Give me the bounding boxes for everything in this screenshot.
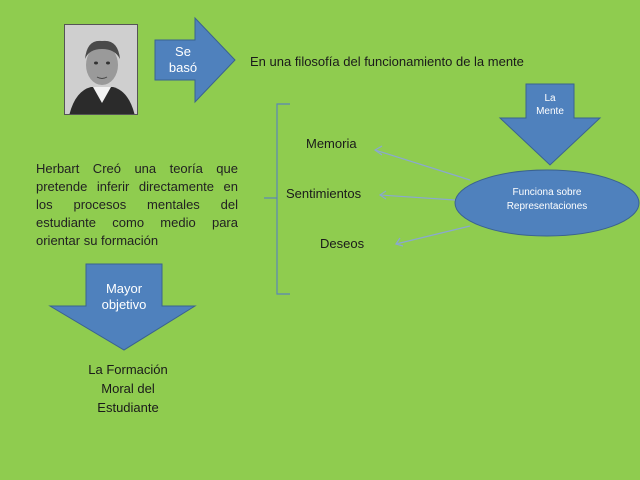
se-baso-label: Se basó xyxy=(158,44,208,76)
oval-label: Funciona sobre Representaciones xyxy=(456,186,638,214)
oval-line2: Representaciones xyxy=(506,201,588,212)
portrait-icon xyxy=(65,25,137,114)
connector-memoria xyxy=(374,149,471,181)
la-mente-line1: La xyxy=(544,93,556,104)
se-baso-line2: basó xyxy=(168,60,198,75)
connector-memoria-head xyxy=(373,145,383,156)
branch-connectors xyxy=(373,145,471,247)
se-baso-arrow xyxy=(154,16,236,104)
result-line1: La Formación xyxy=(88,362,168,377)
branch-memoria: Memoria xyxy=(306,136,357,151)
result-line2: Moral del xyxy=(101,381,155,396)
connector-sentimientos xyxy=(379,194,456,201)
connector-sentimientos-head xyxy=(378,190,387,200)
branch-sentimientos: Sentimientos xyxy=(286,186,362,201)
branch-bracket xyxy=(264,103,290,295)
connector-deseos-head xyxy=(395,237,404,247)
formacion-moral-text: La Formación Moral del Estudiante xyxy=(68,360,188,417)
result-line3: Estudiante xyxy=(97,400,159,415)
mayor-objetivo-arrow xyxy=(48,263,197,351)
herbart-portrait xyxy=(64,24,138,115)
mayor-objetivo-line2: objetivo xyxy=(101,297,147,312)
branch-deseos: Deseos xyxy=(320,236,365,251)
la-mente-arrow xyxy=(498,83,602,166)
mayor-objetivo-label: Mayor objetivo xyxy=(88,281,160,313)
oval-line1: Funciona sobre xyxy=(512,187,582,198)
representaciones-oval xyxy=(454,169,640,237)
la-mente-line2: Mente xyxy=(536,106,564,117)
mayor-objetivo-line1: Mayor xyxy=(105,281,143,296)
filosofia-heading: En una filosofía del funcionamiento de l… xyxy=(250,54,524,69)
la-mente-label: La Mente xyxy=(526,92,574,118)
se-baso-line1: Se xyxy=(175,44,191,59)
herbart-description: Herbart Creó una teoría que pretende inf… xyxy=(36,161,238,248)
connector-deseos xyxy=(395,225,471,245)
